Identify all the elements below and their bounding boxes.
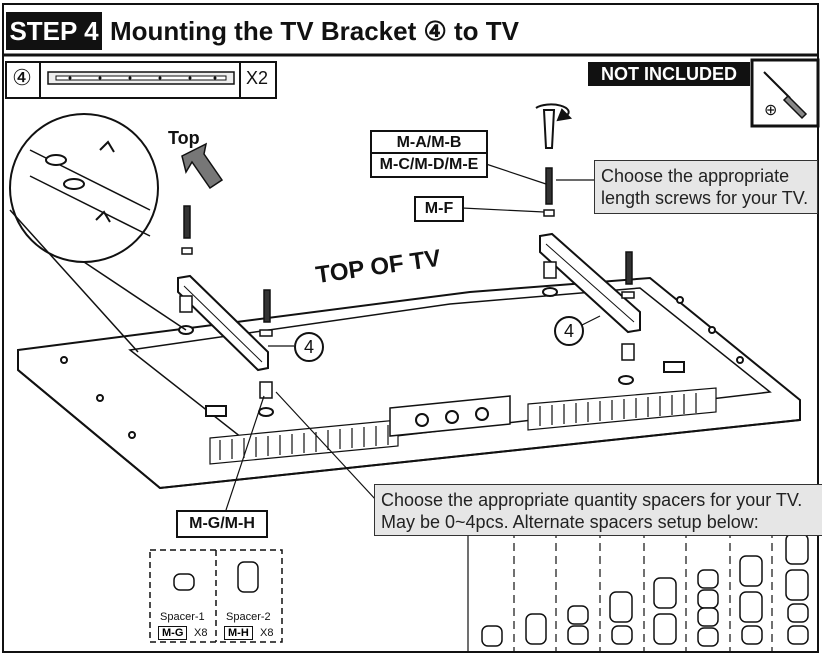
top-direction-arrow-icon (181, 142, 224, 190)
label-ma-mb: M-A/M-B (370, 130, 488, 156)
leader-lines (225, 163, 601, 511)
spacer2-code: M-H (224, 626, 253, 640)
step-badge: STEP 4 (6, 12, 102, 50)
tv-back-panel (17, 276, 801, 490)
spacers-callout-line2: May be 0~4pcs. Alternate spacers setup b… (381, 512, 759, 532)
spacer-stacks (481, 533, 809, 647)
spacers-callout-line1: Choose the appropriate quantity spacers … (381, 490, 803, 510)
spacers-callout: Choose the appropriate quantity spacers … (374, 484, 822, 536)
right-screws (543, 167, 635, 361)
rotate-screwdriver-icon (535, 103, 573, 149)
not-included-label: NOT INCLUDED (588, 62, 750, 86)
spacer2-name: Spacer-2 (226, 611, 271, 623)
right-bracket (539, 232, 641, 334)
left-screws (179, 205, 273, 399)
spacer1-code: M-G (158, 626, 188, 640)
spacer-table-drawings (149, 549, 283, 643)
phillips-symbol: ⊕ (764, 102, 778, 119)
screws-callout: Choose the appropriate length screws for… (594, 160, 818, 214)
zoom-detail-circle (9, 113, 187, 353)
spacer2-qty: X8 (260, 627, 274, 639)
left-bracket (177, 274, 269, 372)
spacer1-qty: X8 (194, 627, 208, 639)
part-quantity: X2 (246, 68, 269, 88)
spacer-setup-grid (467, 530, 773, 652)
step-title: Mounting the TV Bracket ④ to TV (110, 16, 519, 46)
label-mf: M-F (414, 196, 464, 222)
top-label: Top (168, 128, 200, 148)
bracket-right-number: 4 (554, 316, 584, 346)
bracket-part-icon (47, 71, 235, 85)
screwdriver-icon (763, 71, 808, 120)
label-mg-mh: M-G/M-H (176, 510, 268, 538)
bracket-left-number: 4 (294, 332, 324, 362)
label-mc-md-me: M-C/M-D/M-E (370, 152, 488, 178)
part-number-badge: ④ (10, 66, 34, 90)
spacer1-name: Spacer-1 (160, 611, 205, 623)
